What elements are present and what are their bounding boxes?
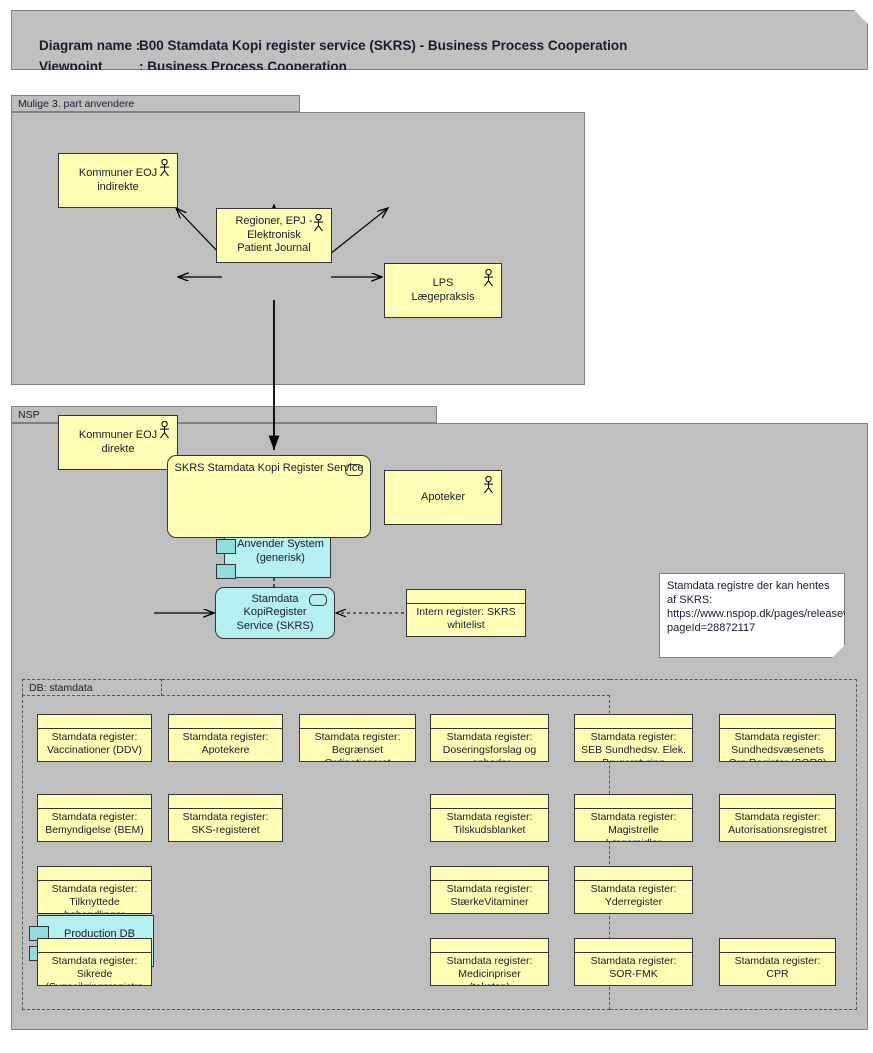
card-strip — [575, 939, 692, 953]
group-body-db-stamdata-right — [610, 679, 857, 1010]
service-rounded-icon — [345, 464, 363, 476]
register-card-vaccinationer-ddv[interactable]: Stamdata register:Vaccinationer (DDV) — [37, 714, 152, 762]
actor-icon — [160, 159, 169, 177]
card-strip — [431, 939, 548, 953]
register-card-label: Stamdata register:Medicinpriser(taksten) — [446, 955, 533, 985]
register-card-label: Stamdata register:Autorisationsregistret — [728, 811, 827, 836]
diagram-name-value: B00 Stamdata Kopi register service (SKRS… — [139, 38, 628, 53]
card-strip — [169, 715, 282, 729]
register-card-medicinpriser-taksten[interactable]: Stamdata register:Medicinpriser(taksten) — [430, 938, 549, 986]
card-strip — [575, 867, 692, 881]
actor-icon — [484, 476, 493, 494]
register-card-label: Stamdata register:CPR — [734, 955, 821, 980]
group-tab-db-stamdata-rule — [162, 679, 610, 696]
register-card-cpr[interactable]: Stamdata register:CPR — [719, 938, 836, 986]
register-card-sundhedsvæsenets-org-register-sor2[interactable]: Stamdata register:SundhedsvæsenetsOrg Re… — [719, 714, 836, 762]
actor-icon — [484, 269, 493, 287]
viewpoint-line: Viewpoint : Business Process Cooperation — [24, 44, 347, 89]
card-strip — [575, 795, 692, 809]
card-strip — [431, 795, 548, 809]
register-card-label: Stamdata register:SOR-FMK — [590, 955, 677, 980]
component-tab-icon — [216, 564, 236, 579]
card-strip — [300, 715, 415, 729]
register-card-doseringsforslag-og-enheder[interactable]: Stamdata register:Doseringsforslag og-en… — [430, 714, 549, 762]
register-card-label: Stamdata register:SEB Sundhedsv. Elek.Br… — [581, 731, 686, 761]
register-card-sks-registeret[interactable]: Stamdata register:SKS-registeret — [168, 794, 283, 842]
register-card-label: Stamdata register:Apotekere — [182, 731, 269, 756]
card-strip — [169, 795, 282, 809]
register-card-autorisationsregistret[interactable]: Stamdata register:Autorisationsregistret — [719, 794, 836, 842]
card-strip — [38, 795, 151, 809]
node-label: SKRS Stamdata Kopi Register Service — [174, 462, 364, 474]
group-body-db-stamdata-left — [22, 695, 610, 1010]
card-strip — [431, 715, 548, 729]
card-strip — [575, 715, 692, 729]
card-strip — [720, 795, 835, 809]
diagram-title-banner: Diagram name :B00 Stamdata Kopi register… — [11, 10, 868, 70]
card-strip — [38, 715, 151, 729]
register-card-label: Stamdata register:Tilskudsblanket — [446, 811, 533, 836]
note-stamdata-registre: Stamdata registre der kan hentes af SKRS… — [659, 573, 845, 658]
card-strip — [720, 715, 835, 729]
group-tab-third-party: Mulige 3. part anvendere — [11, 95, 300, 112]
diagram-name-label: Diagram name : — [39, 38, 141, 53]
register-card-magistrelle-lægemidler[interactable]: Stamdata register:MagistrelleLægemidler — [574, 794, 693, 842]
register-card-tilknyttede-behandlinger[interactable]: Stamdata register:Tilknyttedebehandlinge… — [37, 866, 152, 914]
register-card-label: Stamdata register:Tilknyttedebehandlinge… — [51, 883, 138, 913]
register-card-label: Stamdata register:SundhedsvæsenetsOrg Re… — [728, 731, 826, 761]
card-strip — [38, 867, 151, 881]
register-card-tilskudsblanket[interactable]: Stamdata register:Tilskudsblanket — [430, 794, 549, 842]
register-card-label: Stamdata register:BegrænsetOrdinationsre… — [314, 731, 401, 761]
register-card-label: Stamdata register:StærkeVitaminer — [446, 883, 533, 908]
register-card-label: Stamdata register:Bemyndigelse (BEM) — [45, 811, 144, 836]
node-label: Anvender System(generisk) — [237, 538, 324, 564]
register-card-label: Stamdata register:SKS-registeret — [182, 811, 269, 836]
register-card-label: Stamdata register:Yderregister — [590, 883, 677, 908]
card-strip — [407, 590, 525, 604]
register-card-stærkevitaminer[interactable]: Stamdata register:StærkeVitaminer — [430, 866, 549, 914]
card-strip — [38, 939, 151, 953]
group-tab-db-stamdata: DB: stamdata — [22, 679, 162, 696]
register-card-seb-sundhedsv-elek-brugerstyring[interactable]: Stamdata register:SEB Sundhedsv. Elek.Br… — [574, 714, 693, 762]
register-card-sor-fmk[interactable]: Stamdata register:SOR-FMK — [574, 938, 693, 986]
register-card-begrænset-ordinationsret[interactable]: Stamdata register:BegrænsetOrdinationsre… — [299, 714, 416, 762]
node-skrs-stamdata-kopi-register-service[interactable]: SKRS Stamdata Kopi Register Service — [167, 455, 371, 538]
card-strip — [431, 867, 548, 881]
actor-icon — [160, 421, 169, 439]
register-card-apotekere[interactable]: Stamdata register:Apotekere — [168, 714, 283, 762]
viewpoint-label: Viewpoint — [39, 59, 103, 74]
component-tab-icon — [216, 539, 236, 554]
viewpoint-value: : Business Process Cooperation — [139, 59, 347, 74]
register-card-label: Stamdata register:Doseringsforslag og-en… — [442, 731, 537, 761]
service-rounded-icon — [309, 594, 327, 606]
register-card-bemyndigelse-bem[interactable]: Stamdata register:Bemyndigelse (BEM) — [37, 794, 152, 842]
register-card-yderregister[interactable]: Stamdata register:Yderregister — [574, 866, 693, 914]
register-card-label: Stamdata register:Sikrede(Sygesikringsre… — [45, 955, 143, 985]
card-strip — [720, 939, 835, 953]
node-label: Apoteker — [420, 490, 466, 503]
register-card-label: Stamdata register:MagistrelleLægemidler — [590, 811, 677, 841]
register-card-label: Stamdata register:Vaccinationer (DDV) — [47, 731, 142, 756]
register-card-sikrede-sygesikringsregistre[interactable]: Stamdata register:Sikrede(Sygesikringsre… — [37, 938, 152, 986]
diagram-name-line: Diagram name :B00 Stamdata Kopi register… — [24, 23, 627, 68]
node-apoteker[interactable]: Apoteker — [384, 470, 502, 525]
actor-icon — [314, 214, 323, 232]
